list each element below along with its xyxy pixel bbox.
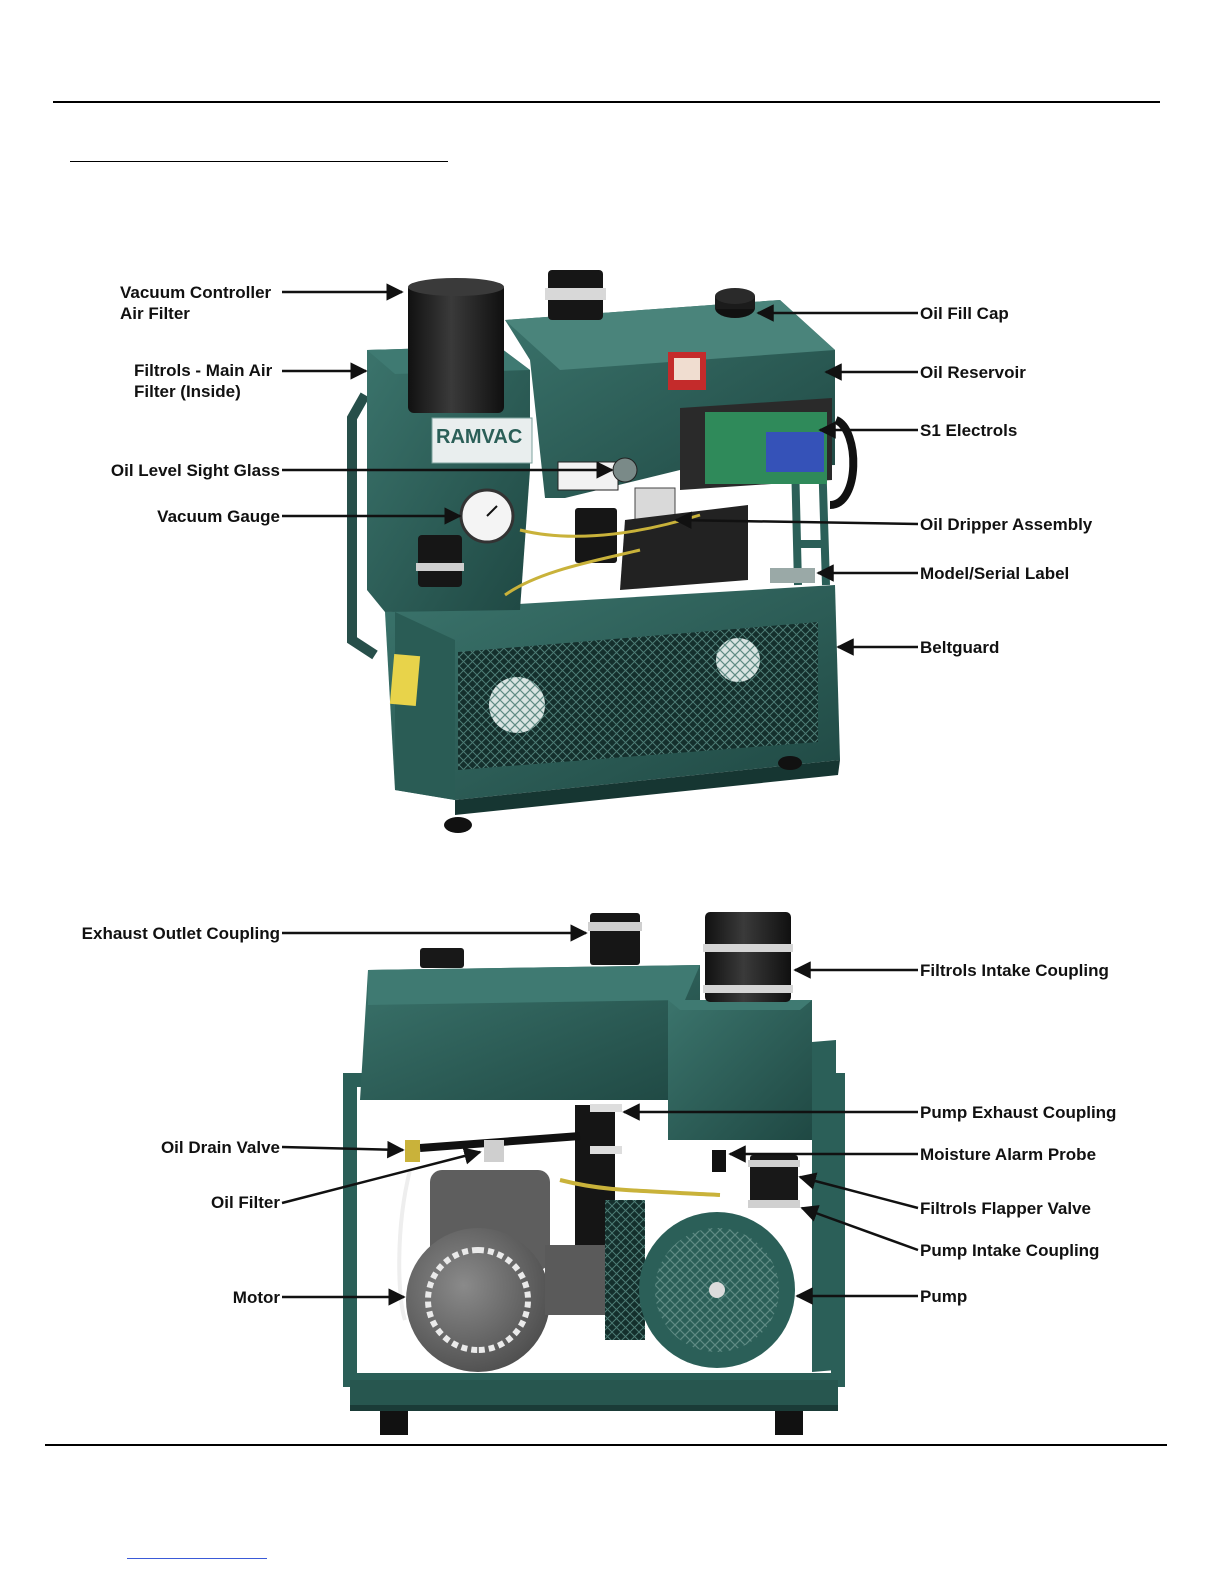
sight-glass-plate bbox=[557, 461, 619, 491]
moisture-alarm-probe bbox=[712, 1150, 726, 1172]
label-filtrols-flapper-valve: Filtrols Flapper Valve bbox=[920, 1199, 1092, 1218]
foot bbox=[444, 817, 472, 833]
vacuum-controller-air-filter bbox=[408, 283, 504, 413]
label-oil-level-sight-glass: Oil Level Sight Glass bbox=[110, 461, 280, 480]
label-line: Vacuum Controller bbox=[120, 283, 272, 302]
section-title-underline bbox=[70, 161, 448, 162]
pump-exhaust-coupling bbox=[590, 1104, 622, 1112]
label-beltguard: Beltguard bbox=[920, 638, 1000, 657]
label-s1-electrols: S1 Electrols bbox=[920, 421, 1018, 440]
motor-junction-box bbox=[545, 1245, 605, 1315]
label-vacuum-controller-air-filter: Vacuum Controller Air Filter bbox=[80, 282, 320, 324]
filtrols-housing-side bbox=[668, 1000, 812, 1140]
label-oil-filter: Oil Filter bbox=[211, 1193, 280, 1212]
label-filtrols-intake-coupling: Filtrols Intake Coupling bbox=[920, 961, 1109, 980]
filtrols-flapper-valve bbox=[750, 1155, 798, 1207]
model-serial-label bbox=[770, 568, 815, 583]
foot bbox=[380, 1411, 408, 1435]
top-unit-illustration: RAMVAC bbox=[347, 270, 858, 833]
leader-arrows bbox=[281, 283, 919, 1306]
label-model-serial-label: Model/Serial Label bbox=[920, 564, 1070, 583]
oil-drain-valve bbox=[405, 1140, 420, 1162]
label-line: Filter (Inside) bbox=[134, 382, 241, 401]
exhaust-outlet-coupling bbox=[590, 913, 640, 965]
ramvac-logo-panel bbox=[431, 417, 533, 464]
label-exhaust-outlet-coupling: Exhaust Outlet Coupling bbox=[81, 924, 280, 943]
label-pump: Pump bbox=[920, 1287, 968, 1306]
label-oil-fill-cap: Oil Fill Cap bbox=[920, 304, 1009, 323]
label-pump-intake-coupling: Pump Intake Coupling bbox=[920, 1241, 1100, 1260]
ramvac-logo-text: RAMVAC bbox=[436, 426, 522, 448]
warning-label bbox=[389, 653, 421, 707]
footer-rule bbox=[45, 1444, 1167, 1446]
header-rule bbox=[53, 101, 1160, 103]
label-filtrols-main-air-filter: Filtrols - Main Air Filter (Inside) bbox=[134, 360, 284, 402]
lower-coupling bbox=[418, 535, 462, 587]
oil-filter bbox=[484, 1140, 504, 1162]
label-oil-reservoir: Oil Reservoir bbox=[920, 363, 1026, 382]
label-line: Air Filter bbox=[120, 304, 190, 323]
bottom-unit-illustration bbox=[343, 912, 845, 1435]
label-moisture-alarm-probe: Moisture Alarm Probe bbox=[920, 1145, 1097, 1164]
label-line: Filtrols - Main Air bbox=[134, 361, 273, 380]
foot bbox=[775, 1411, 803, 1435]
oil-level-sight-glass bbox=[612, 457, 638, 483]
oil-fill-cap-side bbox=[420, 948, 464, 968]
motor bbox=[406, 1228, 550, 1372]
label-oil-dripper-assembly: Oil Dripper Assembly bbox=[920, 515, 1093, 534]
label-vacuum-gauge: Vacuum Gauge bbox=[157, 507, 280, 526]
label-pump-exhaust-coupling: Pump Exhaust Coupling bbox=[920, 1103, 1117, 1122]
label-motor: Motor bbox=[232, 1288, 280, 1307]
label-oil-drain-valve: Oil Drain Valve bbox=[160, 1138, 280, 1157]
pump-intake-coupling bbox=[748, 1200, 800, 1208]
footer-link-underline[interactable] bbox=[127, 1558, 267, 1559]
filtrols-intake-coupling bbox=[705, 912, 791, 1002]
foot bbox=[778, 756, 802, 770]
